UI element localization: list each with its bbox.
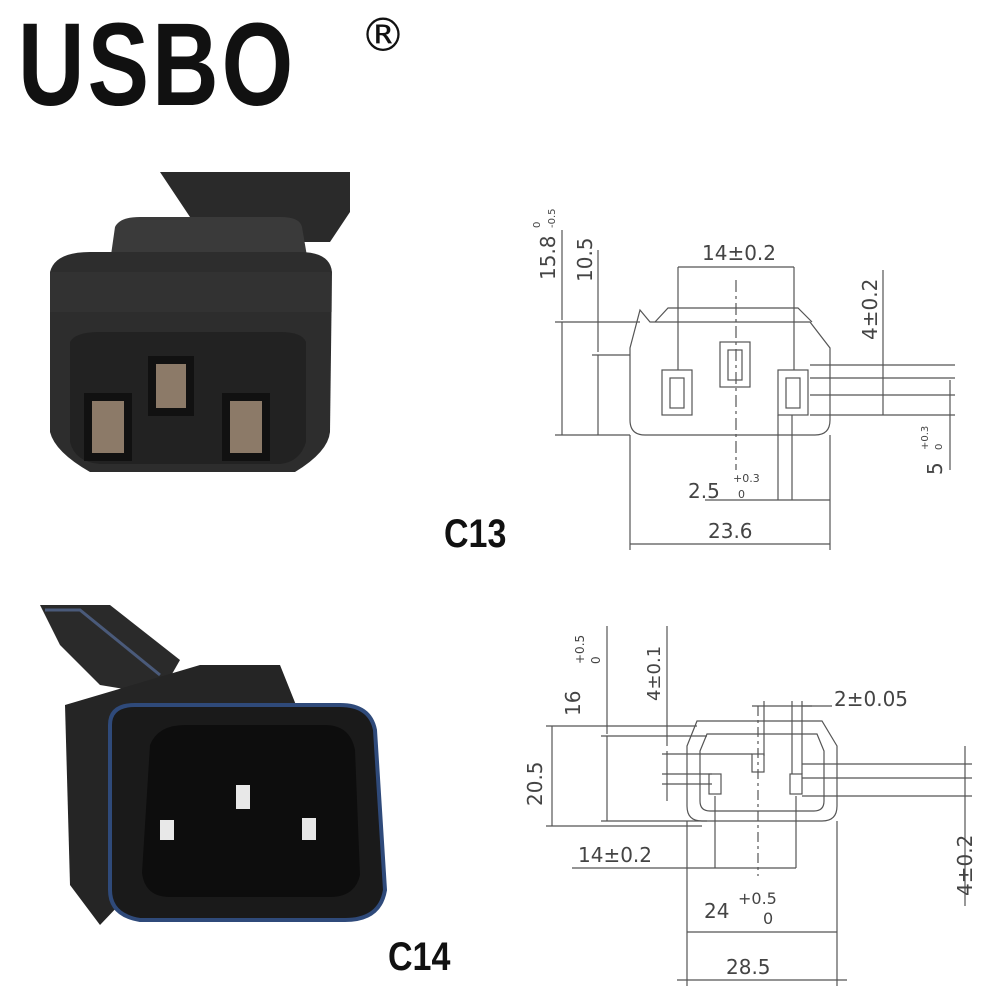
c13-connector-photo bbox=[30, 172, 350, 492]
svg-text:+0.5: +0.5 bbox=[738, 889, 777, 908]
c14-dim-height-inner: 16 bbox=[561, 691, 585, 716]
c13-dim-height-inner: 10.5 bbox=[573, 237, 597, 282]
c13-dim-pin-length: 5 bbox=[923, 462, 947, 475]
c13-dim-labels: 15.8 0 -0.5 10.5 14±0.2 4±0.2 2.5 +0.3 0… bbox=[532, 208, 947, 543]
c14-dim-pin-offset-top: 4±0.1 bbox=[644, 646, 665, 701]
registered-mark: ® bbox=[360, 8, 406, 62]
svg-text:0: 0 bbox=[532, 222, 543, 228]
c14-dim-height-total: 20.5 bbox=[523, 761, 547, 806]
svg-text:+0.3: +0.3 bbox=[733, 472, 760, 485]
svg-text:0: 0 bbox=[763, 909, 773, 928]
c14-pin-earth bbox=[236, 785, 250, 809]
c13-slot-left bbox=[84, 393, 132, 461]
c13-dim-pin-spacing: 14±0.2 bbox=[702, 241, 776, 265]
c14-dim-labels: 16 +0.5 0 4±0.1 2±0.05 20.5 14±0.2 4±0.2… bbox=[523, 635, 977, 979]
c14-dim-pin-spacing: 14±0.2 bbox=[578, 843, 652, 867]
c14-dimension-drawing: 16 +0.5 0 4±0.1 2±0.05 20.5 14±0.2 4±0.2… bbox=[523, 626, 977, 986]
c14-dim-pin-width: 2±0.05 bbox=[834, 687, 908, 711]
c13-dim-width-total: 23.6 bbox=[708, 519, 753, 543]
c13-slot-right bbox=[222, 393, 270, 461]
c14-pin-right bbox=[302, 818, 316, 840]
svg-text:0: 0 bbox=[738, 488, 745, 501]
c14-label: C14 bbox=[388, 935, 451, 979]
c13-dim-height-total: 15.8 bbox=[536, 235, 560, 280]
c14-connector-photo bbox=[40, 605, 390, 935]
c13-label: C13 bbox=[444, 512, 507, 556]
c14-dim-width-total: 28.5 bbox=[726, 955, 771, 979]
brand-logo: USBO bbox=[18, 0, 297, 131]
c14-pin-left bbox=[160, 820, 174, 840]
c13-dim-pin-width: 2.5 bbox=[688, 479, 720, 503]
svg-text:-0.5: -0.5 bbox=[547, 208, 558, 228]
c14-dim-width-inner: 24 bbox=[704, 899, 729, 923]
svg-text:0: 0 bbox=[589, 656, 603, 664]
c13-slot-earth bbox=[148, 356, 194, 416]
svg-text:+0.5: +0.5 bbox=[573, 635, 587, 664]
c13-dim-pin-offset: 4±0.2 bbox=[858, 279, 882, 340]
svg-text:0: 0 bbox=[934, 444, 945, 450]
svg-text:+0.3: +0.3 bbox=[920, 426, 931, 450]
c13-dimension-drawing: 15.8 0 -0.5 10.5 14±0.2 4±0.2 2.5 +0.3 0… bbox=[532, 208, 955, 550]
c14-dim-pin-offset-right: 4±0.2 bbox=[953, 835, 977, 896]
